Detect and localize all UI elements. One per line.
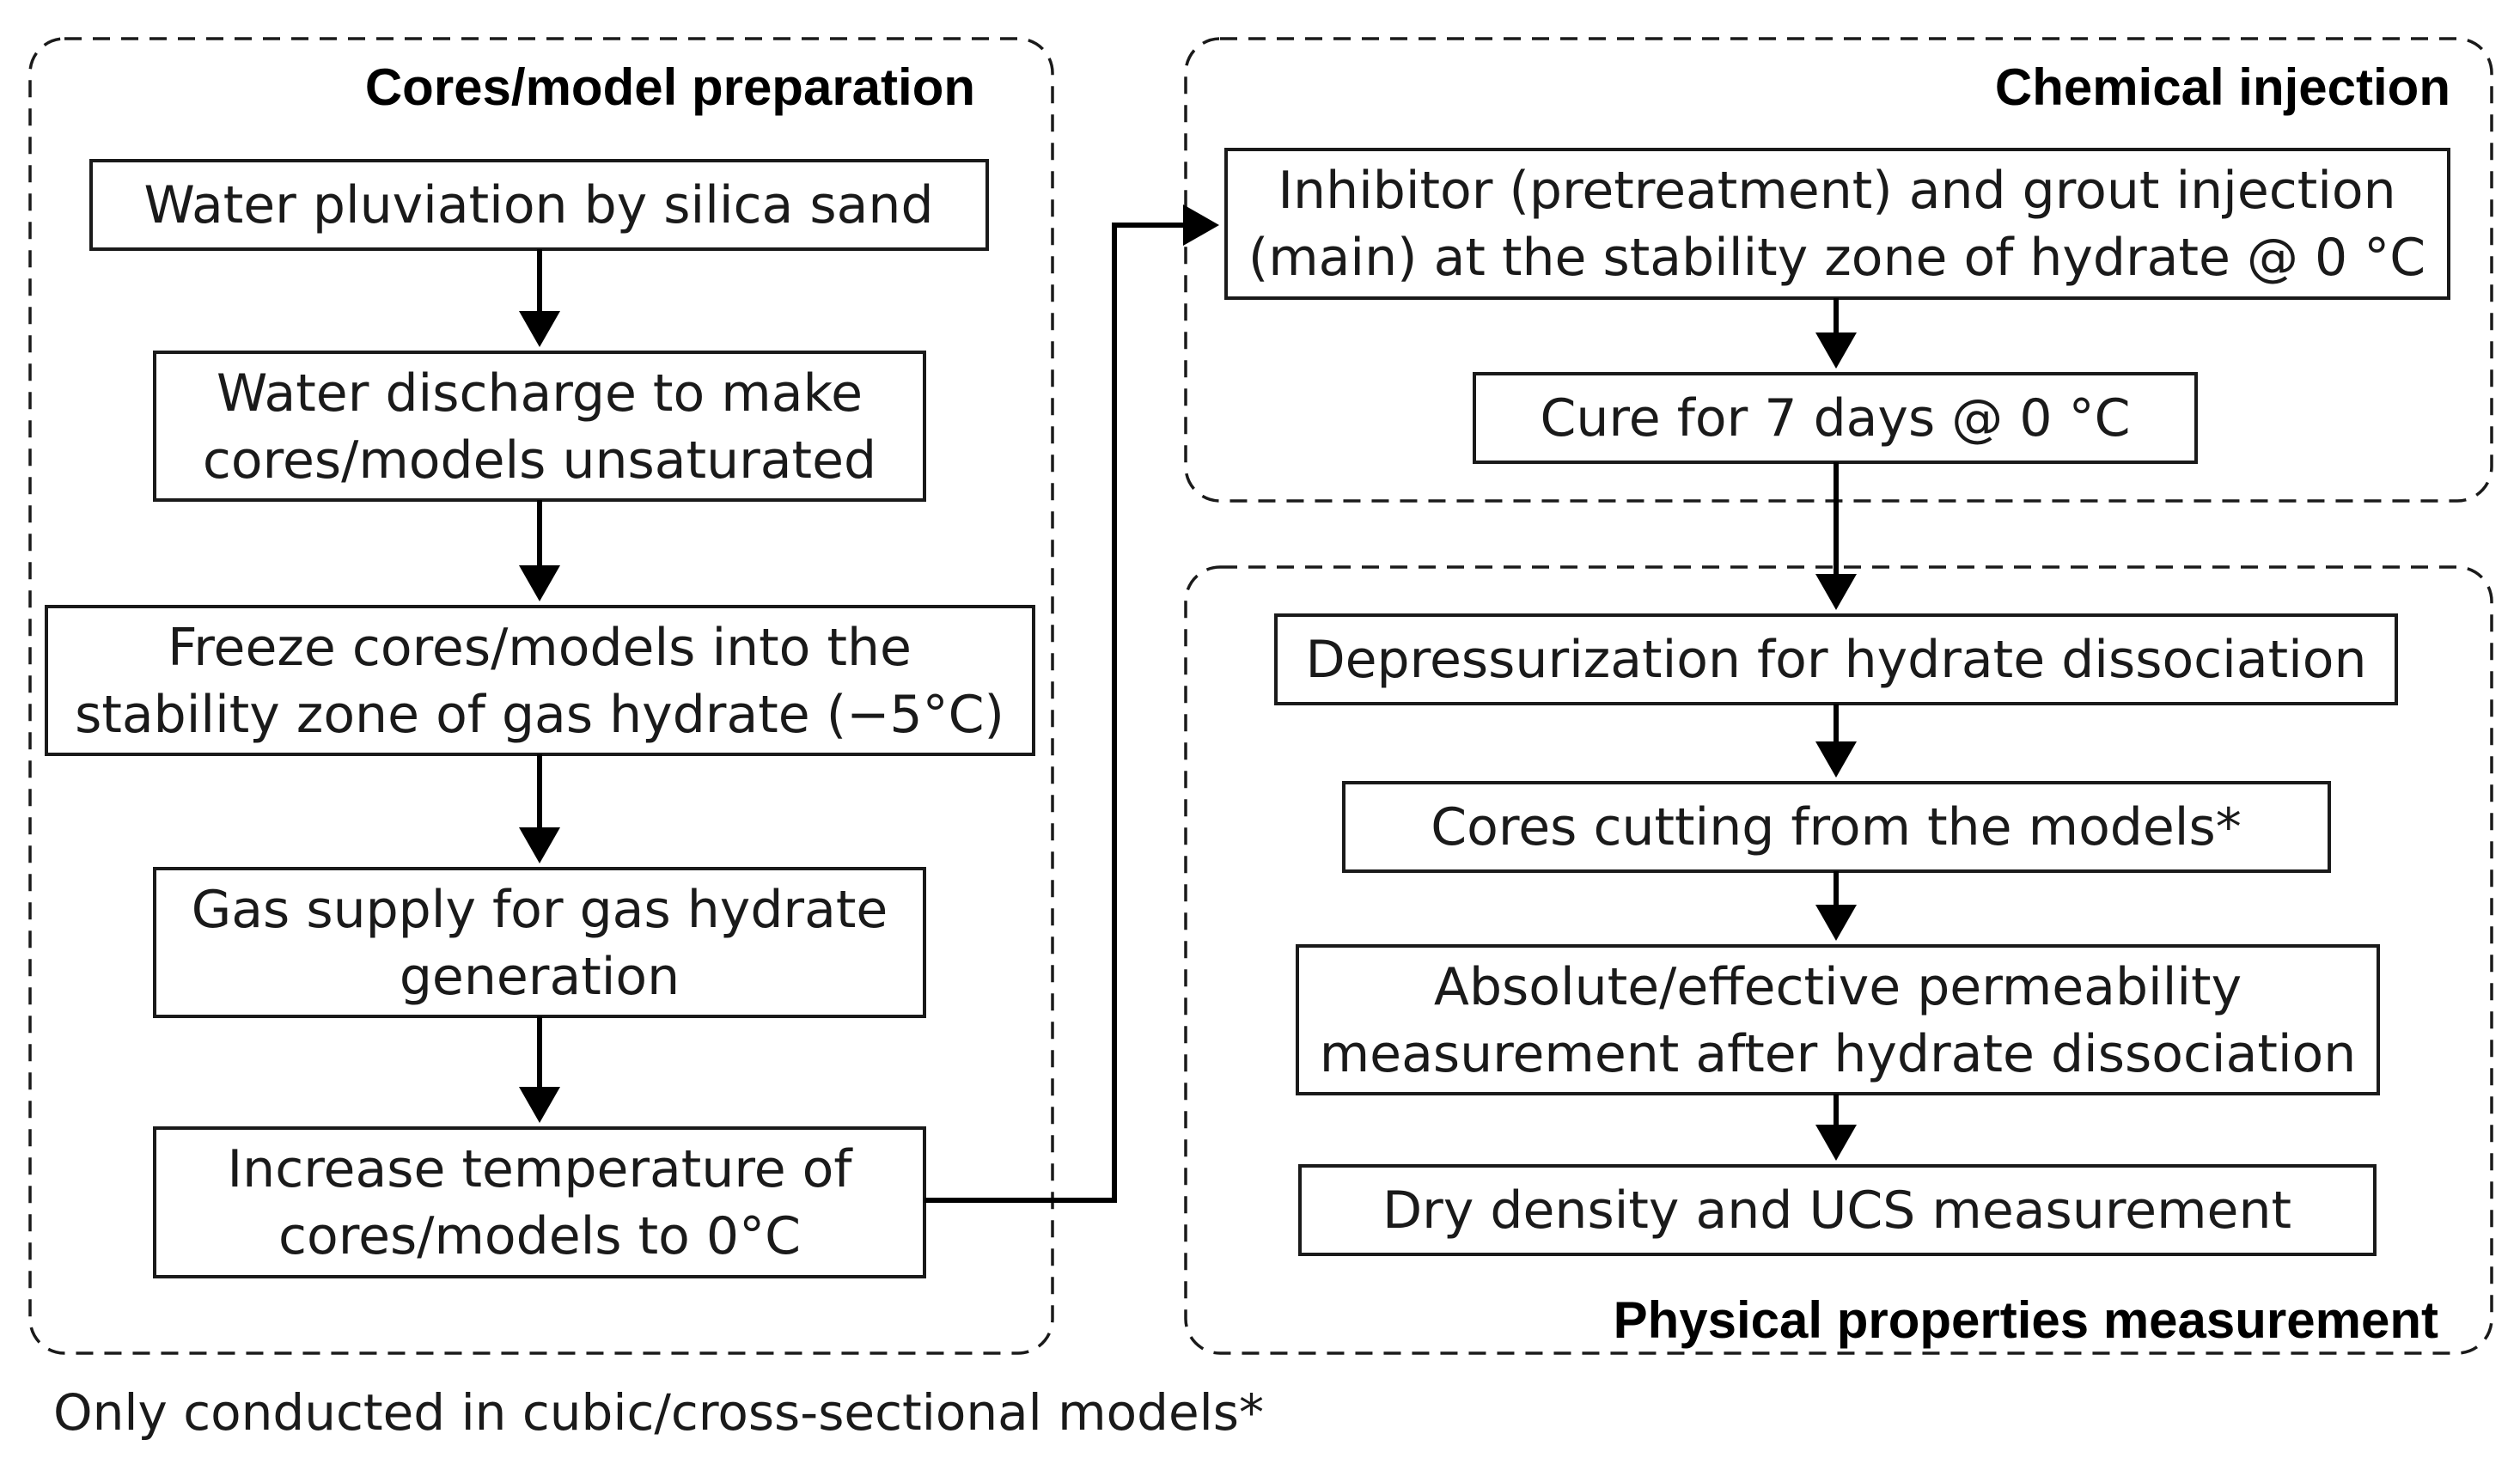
step-freeze: Freeze cores/models into the stability zo… — [75, 618, 1004, 745]
step-label-line: Freeze cores/models into the — [168, 618, 912, 678]
step-label-line: Inhibitor (pretreatment) and grout injec… — [1278, 161, 2395, 221]
step-label-line: generation — [400, 947, 680, 1007]
step-label-line: Water pluviation by silica sand — [143, 175, 933, 235]
step-label-line: measurement after hydrate dissociation — [1320, 1024, 2357, 1084]
group-title-injection: Chemical injection — [1995, 58, 2450, 116]
step-increase-temp: Increase temperature of cores/models to 0… — [227, 1139, 853, 1266]
step-label-line: Increase temperature of — [227, 1139, 853, 1199]
step-gas-supply: Gas supply for gas hydrate generation — [192, 880, 888, 1007]
step-label-line: cores/models unsaturated — [203, 430, 876, 491]
step-dry-density: Dry density and UCS measurement — [1382, 1180, 2291, 1241]
step-water-pluviation: Water pluviation by silica sand — [143, 175, 933, 235]
arrow-increase-temp-to-injection — [924, 204, 1219, 1203]
step-depressurization: Depressurization for hydrate dissociatio… — [1305, 630, 2366, 690]
step-cores-cutting: Cores cutting from the models* — [1431, 797, 2241, 857]
step-box-depressurization — [1274, 613, 2398, 705]
step-box-gas-supply — [153, 867, 926, 1018]
step-injection: Inhibitor (pretreatment) and grout injec… — [1248, 161, 2425, 288]
step-box-cores-cutting — [1342, 781, 2331, 873]
step-label-line: cores/models to 0°C — [278, 1206, 801, 1266]
step-cure: Cure for 7 days @ 0 °C — [1541, 388, 2131, 448]
step-label-line: Dry density and UCS measurement — [1382, 1180, 2291, 1241]
step-box-cure — [1473, 372, 2198, 464]
step-label-line: (main) at the stability zone of hydrate … — [1248, 228, 2425, 288]
step-permeability: Absolute/effective permeability measureme… — [1320, 957, 2357, 1084]
step-label-line: Depressurization for hydrate dissociatio… — [1305, 630, 2366, 690]
step-box-permeability — [1296, 944, 2380, 1095]
group-preparation — [28, 37, 1054, 1355]
step-label-line: Cores cutting from the models* — [1431, 797, 2241, 857]
step-box-dry-density — [1298, 1164, 2377, 1256]
step-box-freeze — [45, 605, 1035, 756]
group-measurement — [1184, 565, 2493, 1355]
footnote: Only conducted in cubic/cross-sectional … — [53, 1383, 1264, 1442]
step-box-injection — [1224, 148, 2450, 300]
step-label-line: Cure for 7 days @ 0 °C — [1541, 388, 2131, 448]
step-box-water-discharge — [153, 351, 926, 502]
step-box-water-pluviation — [89, 159, 989, 251]
step-label-line: Gas supply for gas hydrate — [192, 880, 888, 940]
group-title-measurement: Physical properties measurement — [1614, 1291, 2438, 1349]
step-label-line: stability zone of gas hydrate (−5°C) — [75, 685, 1004, 745]
step-label-line: Water discharge to make — [217, 363, 863, 424]
group-title-preparation: Cores/model preparation — [365, 58, 975, 116]
step-label-line: Absolute/effective permeability — [1434, 957, 2242, 1017]
